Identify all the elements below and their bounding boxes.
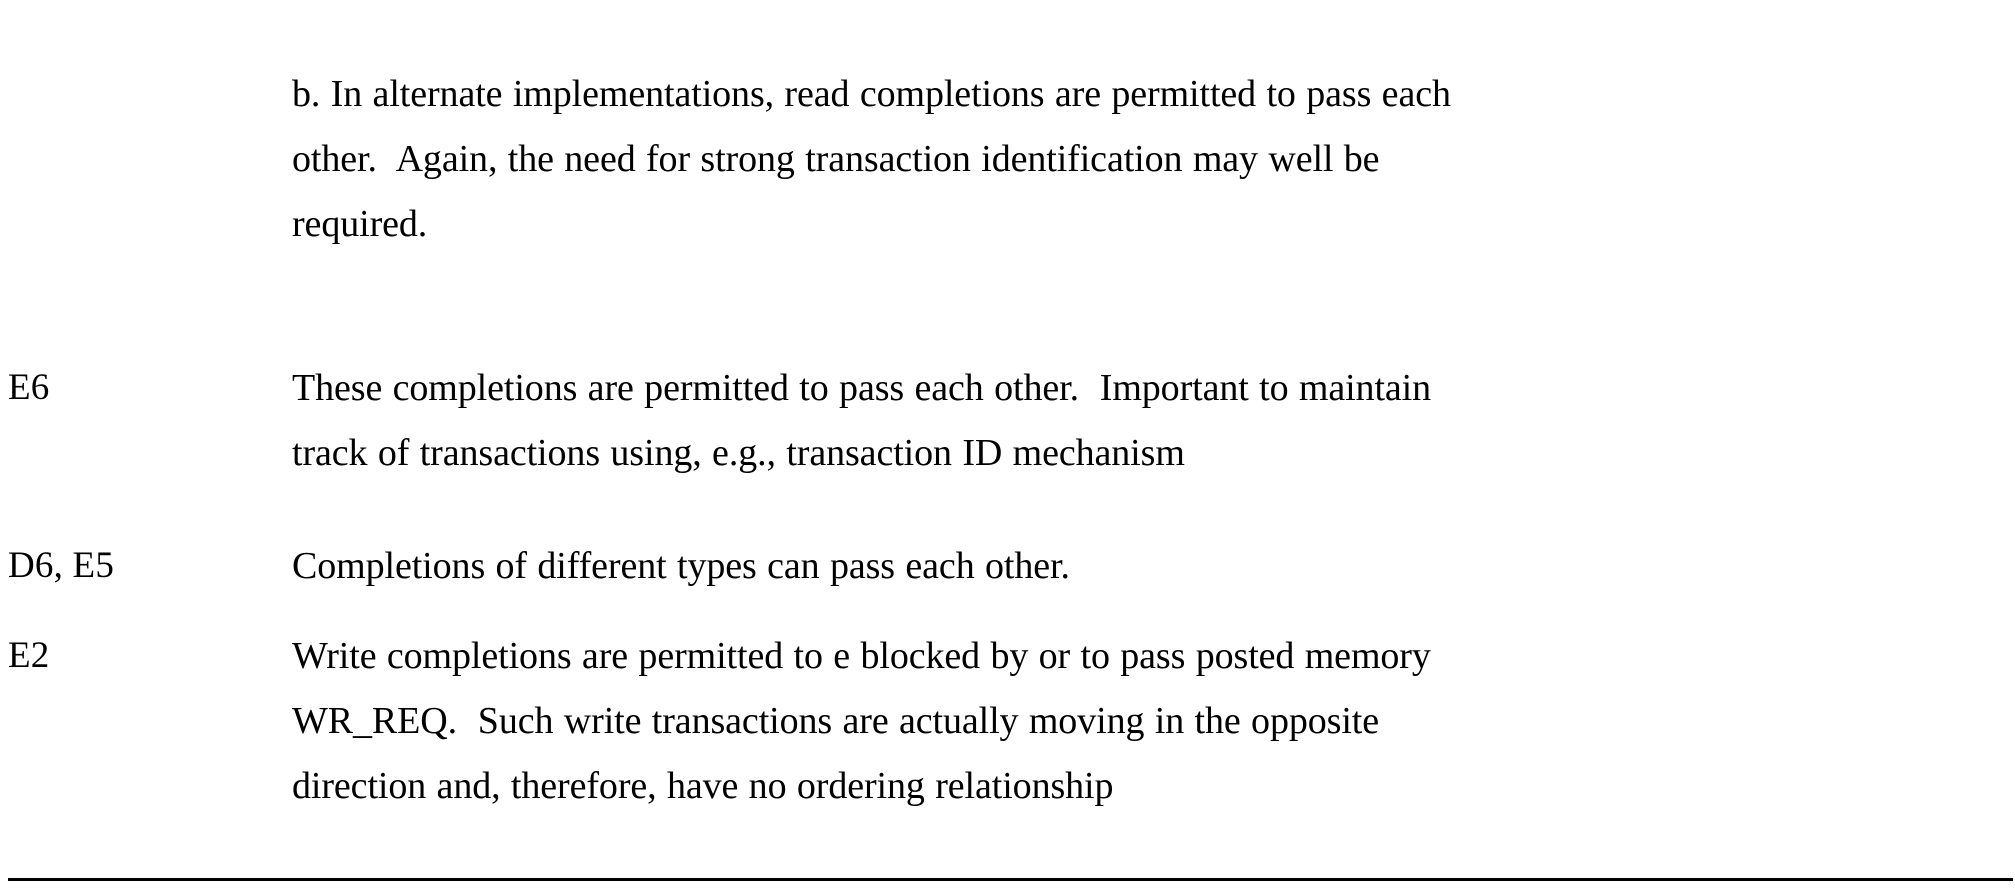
table-cell-description: b. In alternate implementations, read co… (292, 10, 2013, 352)
description-line: Completions of different types can pass … (292, 545, 1070, 587)
description-line: track of transactions using, e.g., trans… (292, 432, 1185, 474)
description-text: Write completions are permitted to e blo… (292, 624, 2013, 819)
table-cell-rule-id: E6 (8, 352, 292, 532)
table-row: b. In alternate implementations, read co… (8, 10, 2013, 352)
description-line: other. Again, the need for strong transa… (292, 138, 1380, 180)
rule-id-label: E6 (8, 367, 50, 408)
rules-table: b. In alternate implementations, read co… (8, 10, 2013, 881)
rule-id-label: D6, E5 (8, 545, 115, 586)
description-line: required. (292, 203, 428, 245)
table-cell-description: These completions are permitted to pass … (292, 352, 2013, 532)
table-row: E2 Write completions are permitted to e … (8, 620, 2013, 881)
description-line: direction and, therefore, have no orderi… (292, 765, 1114, 807)
description-text: Completions of different types can pass … (292, 534, 2013, 599)
table-row: E6 These completions are permitted to pa… (8, 352, 2013, 532)
table-row: D6, E5 Completions of different types ca… (8, 532, 2013, 620)
description-line: Write completions are permitted to e blo… (292, 635, 1431, 677)
table-cell-description: Completions of different types can pass … (292, 532, 2013, 620)
description-line: WR_REQ. Such write transactions are actu… (292, 700, 1380, 742)
table-cell-rule-id (8, 10, 292, 352)
description-text: These completions are permitted to pass … (292, 356, 2013, 486)
table-cell-rule-id: E2 (8, 620, 292, 881)
description-text: b. In alternate implementations, read co… (292, 62, 2013, 257)
rule-id-label: E2 (8, 635, 50, 676)
table-cell-description: Write completions are permitted to e blo… (292, 620, 2013, 881)
description-line: These completions are permitted to pass … (292, 367, 1432, 409)
description-line: b. In alternate implementations, read co… (292, 73, 1451, 115)
table-cell-rule-id: D6, E5 (8, 532, 292, 620)
